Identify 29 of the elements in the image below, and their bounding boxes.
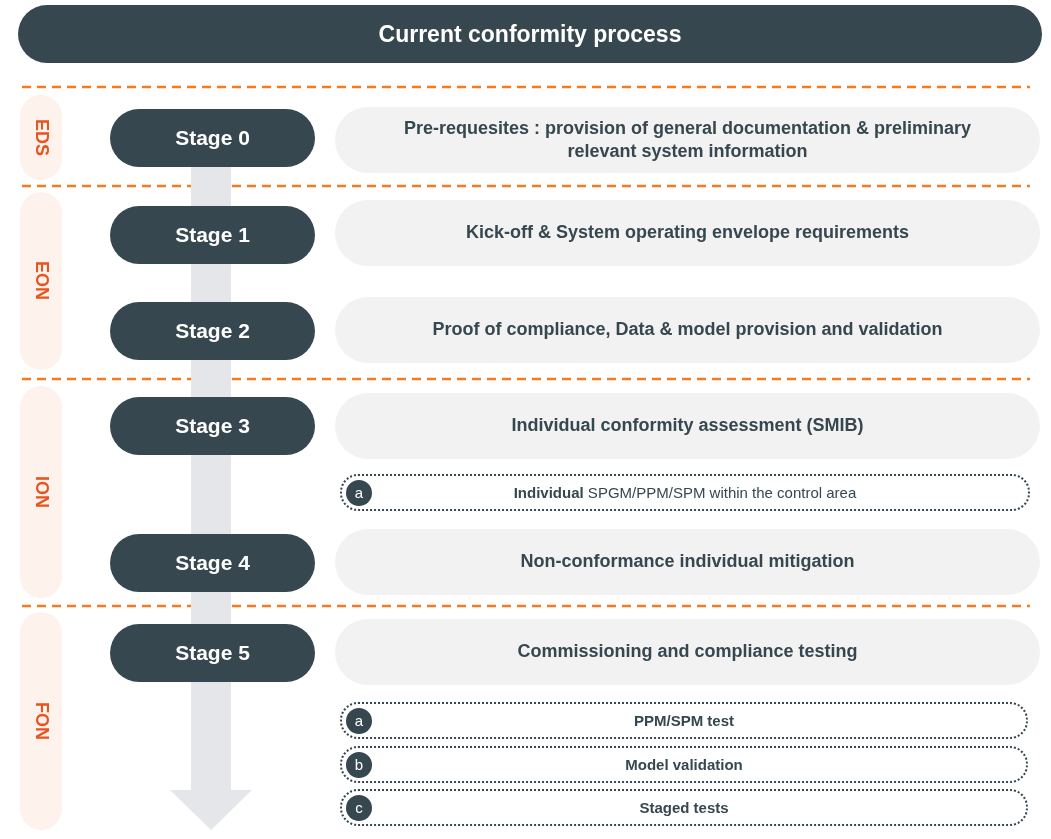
step-description: Pre-requesites : provision of general documentation & preliminary relevant system information [335,107,1040,173]
phase-band: FON [20,612,62,830]
phase-band: EDS [20,95,62,180]
sub-step-box [340,746,1028,783]
stage-pill: Stage 2 [110,302,315,360]
phase-band: ION [20,386,62,598]
step-description: Kick-off & System operating envelope requirements [335,200,1040,266]
sub-step-text: PPM/SPM test [634,712,734,729]
stage-pill: Stage 1 [110,206,315,264]
phase-band: EON [20,192,62,370]
letter-marker: b [346,751,372,778]
sub-step-box [340,474,1030,511]
letter-marker: a [346,707,372,734]
step-description: Non-conformance individual mitigation [335,529,1040,595]
sub-step-text: Individual SPGM/PPM/SPM within the control area [513,484,857,501]
letter-marker: c [346,794,372,821]
sub-step-text: Model validation [625,756,743,773]
letter-marker: a [346,479,372,506]
title-bar: Current conformity process [18,5,1042,63]
sub-step-text: Staged tests [639,799,729,816]
stage-pill: Stage 0 [110,109,315,167]
stage-pill: Stage 5 [110,624,315,682]
sub-step-box [340,702,1028,739]
step-description: Proof of compliance, Data & model provision and validation [335,297,1040,363]
stage-pill: Stage 3 [110,397,315,455]
sub-step-box [340,789,1028,826]
step-description: Individual conformity assessment (SMIB) [335,393,1040,459]
step-description: Commissioning and compliance testing [335,619,1040,685]
stage-pill: Stage 4 [110,534,315,592]
